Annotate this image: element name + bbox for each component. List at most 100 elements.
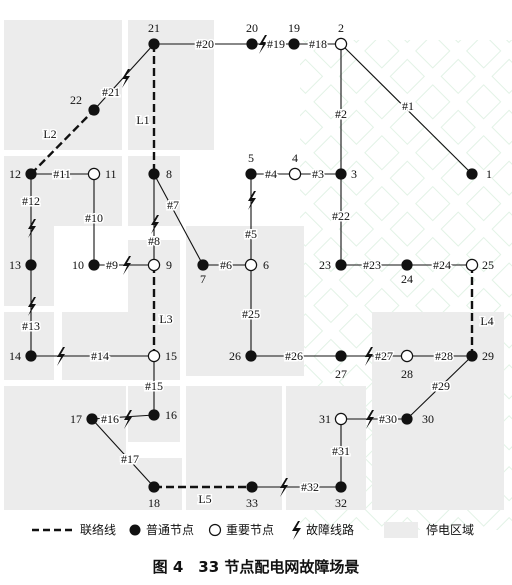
- ordinary-node-16: [148, 409, 160, 421]
- node-label: 14: [9, 349, 21, 363]
- line-label: #29: [432, 379, 450, 393]
- line-label: #28: [435, 349, 453, 363]
- fault-lightning-icon: [123, 256, 131, 275]
- fault-lightning-icon: [280, 478, 288, 497]
- node-label: 33: [246, 496, 258, 510]
- edges-layer: [30, 43, 474, 489]
- line-label: #16: [101, 412, 119, 426]
- node-label: 18: [148, 496, 160, 510]
- outage-area: [4, 20, 122, 150]
- tie-line-label: L2: [43, 127, 56, 141]
- line-label: #1: [402, 99, 414, 113]
- ordinary-node-29: [466, 350, 478, 362]
- figure-caption: 图 4 33 节点配电网故障场景: [152, 558, 360, 576]
- important-node-9: [147, 258, 161, 272]
- important-node-28: [400, 349, 414, 363]
- line-label: #26: [285, 349, 303, 363]
- fault-lightning-icon: [122, 69, 130, 88]
- fault-lightning-icon: [124, 410, 132, 429]
- node-label: 11: [105, 167, 117, 181]
- line-label: #5: [245, 227, 257, 241]
- fault-lightning-icon: [248, 191, 256, 210]
- fault-lightning-icon: [259, 35, 267, 54]
- line-label: #9: [106, 258, 118, 272]
- outage-area: [4, 156, 122, 226]
- labels-layer: #1#2#3#4#5#6#7#8#9#10#11#12#13#14#15#16#…: [9, 21, 495, 510]
- line-label: #13: [22, 319, 40, 333]
- legend-ordinary-node-sample: [129, 524, 141, 536]
- node-label: 29: [482, 349, 494, 363]
- line-label: #20: [196, 37, 214, 51]
- line-label: #24: [433, 258, 451, 272]
- legend-important-label: 重要节点: [226, 523, 274, 537]
- line-label: #4: [265, 167, 277, 181]
- node-label: 24: [401, 272, 413, 286]
- legend-fault-label: 故障线路: [306, 522, 354, 537]
- ordinary-node-27: [335, 350, 347, 362]
- fault-lightning-icon: [57, 347, 65, 366]
- faults-layer: [28, 35, 374, 497]
- line-segment-e29: [406, 355, 473, 420]
- node-label: 3: [351, 167, 357, 181]
- line-label: #12: [22, 194, 40, 208]
- node-label: 8: [166, 167, 172, 181]
- ordinary-node-19: [288, 38, 300, 50]
- node-label: 15: [165, 349, 177, 363]
- node-label: 13: [9, 258, 21, 272]
- line-label: #8: [148, 234, 160, 248]
- line-segment-e17: [91, 418, 155, 488]
- fault-lightning-icon: [365, 347, 373, 366]
- fault-lightning-icon: [28, 219, 36, 238]
- line-label: #18: [309, 37, 327, 51]
- outage-area: [372, 312, 504, 510]
- outage-area: [286, 386, 366, 510]
- tie-line-l2: [30, 109, 95, 175]
- ordinary-node-21: [148, 38, 160, 50]
- line-label: #25: [242, 307, 260, 321]
- node-label: 7: [200, 272, 206, 286]
- important-node-25: [465, 258, 479, 272]
- line-label: #22: [332, 209, 350, 223]
- line-label: #11: [53, 167, 71, 181]
- node-label: 5: [248, 151, 254, 165]
- nodes-layer: [25, 37, 479, 493]
- node-label: 12: [9, 167, 21, 181]
- ordinary-node-5: [245, 168, 257, 180]
- ordinary-node-12: [25, 168, 37, 180]
- ordinary-node-24: [401, 259, 413, 271]
- important-node-11: [87, 167, 101, 181]
- line-label: #2: [335, 107, 347, 121]
- node-label: 17: [70, 412, 82, 426]
- line-label: #30: [379, 412, 397, 426]
- line-label: #31: [332, 444, 350, 458]
- important-node-2: [334, 37, 348, 51]
- line-label: #19: [267, 37, 285, 51]
- line-label: #15: [145, 379, 163, 393]
- line-label: #23: [363, 258, 381, 272]
- ordinary-node-13: [25, 259, 37, 271]
- outage-area: [4, 312, 54, 380]
- outage-area: [186, 226, 304, 376]
- distribution-network-diagram: #1#2#3#4#5#6#7#8#9#10#11#12#13#14#15#16#…: [4, 20, 512, 540]
- ordinary-node-30: [401, 413, 413, 425]
- ordinary-node-8: [148, 168, 160, 180]
- outage-area: [62, 312, 180, 380]
- fault-lightning-icon: [28, 297, 36, 316]
- important-node-4: [288, 167, 302, 181]
- outage-area: [128, 20, 214, 150]
- fault-lightning-icon: [366, 410, 374, 429]
- node-label: 4: [292, 151, 298, 165]
- node-label: 30: [422, 412, 434, 426]
- node-label: 26: [229, 349, 241, 363]
- node-label: 32: [335, 496, 347, 510]
- legend-outage-sample: [384, 522, 418, 538]
- node-label: 19: [288, 21, 300, 35]
- important-node-15: [147, 349, 161, 363]
- node-label: 20: [246, 21, 258, 35]
- ordinary-node-26: [245, 350, 257, 362]
- node-label: 23: [319, 258, 331, 272]
- outage-area: [4, 386, 126, 458]
- legend: 联络线 普通节点 重要节点 故障线路 停电区域: [32, 521, 474, 540]
- line-label: #17: [121, 452, 139, 466]
- outage-area: [186, 386, 282, 510]
